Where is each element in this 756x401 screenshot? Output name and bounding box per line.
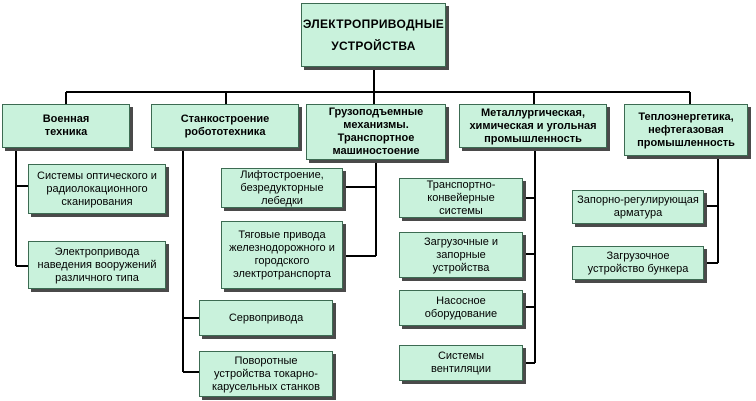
item-optical-radar-scanning: Системы оптического и радиолокационного … (28, 164, 166, 214)
item-conveyor-systems: Транспортно- конвейерные системы (399, 178, 523, 218)
item-traction-drives: Тяговые привода железнодорожного и город… (221, 221, 343, 289)
category-machine-tools-label: Станкостроение робототехника (180, 113, 270, 138)
root-label: ЭЛЕКТРОПРИВОДНЫЕ УСТРОЙСТВА (302, 17, 445, 53)
category-lifting-transport: Грузоподъемные механизмы. Транспортное м… (306, 104, 446, 160)
item-elevator-winches: Лифтостроение, безредукторные лебедки (221, 168, 343, 208)
item-weapon-guidance-drives: Электропривода наведения вооружений разл… (28, 241, 166, 289)
root-node: ЭЛЕКТРОПРИВОДНЫЕ УСТРОЙСТВА (301, 3, 446, 67)
category-heat-power-oilgas-label: Теплоэнергетика, нефтегазовая промышленн… (637, 110, 735, 149)
category-military: Военная техника (2, 104, 130, 148)
item-control-valves: Запорно-регулирующая арматура (572, 190, 704, 224)
item-pumping-equipment: Насосное оборудование (399, 290, 523, 326)
item-servo-drives: Сервопривода (199, 300, 333, 336)
item-hopper-loading-device: Загрузочное устройство бункера (572, 246, 704, 280)
item-rotary-lathe-devices: Поворотные устройства токарно- карусельн… (199, 351, 333, 397)
category-military-label: Военная техника (42, 113, 90, 138)
category-metallurgy-label: Металлургическая, химическая и угольная … (469, 106, 597, 145)
category-metallurgy: Металлургическая, химическая и угольная … (459, 104, 607, 148)
item-loading-shutoff-devices: Загрузочные и запорные устройства (399, 232, 523, 278)
category-machine-tools: Станкостроение робототехника (151, 104, 299, 148)
item-ventilation-systems: Системы вентиляции (399, 345, 523, 381)
category-lifting-transport-label: Грузоподъемные механизмы. Транспортное м… (328, 106, 424, 157)
category-heat-power-oilgas: Теплоэнергетика, нефтегазовая промышленн… (624, 104, 748, 156)
